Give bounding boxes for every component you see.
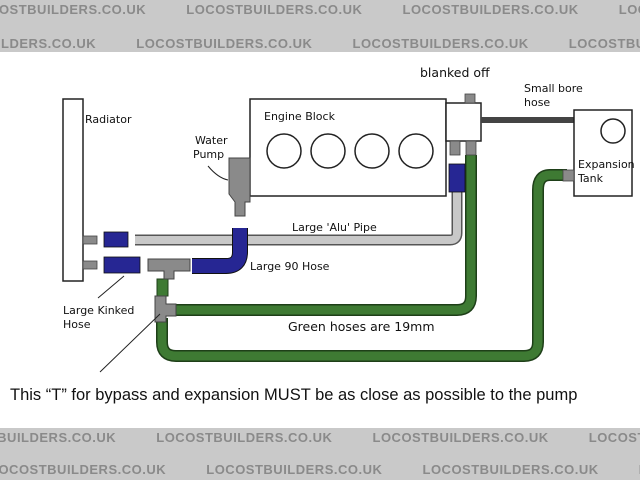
watermark-text: LOCOSTBUILDERS.CO.UK: [568, 36, 640, 51]
watermark-text: LOCOSTBUILDERS.CO.UK: [0, 430, 117, 445]
large-alu-pipe-label: Large 'Alu' Pipe: [292, 221, 377, 234]
watermark-text: LOCOSTBUILDERS.CO.UK: [186, 2, 363, 17]
green-hose-stub: [156, 278, 169, 297]
green-hose-expansion-fill: [157, 170, 567, 361]
small-bore-hose-label: hose: [524, 96, 550, 109]
engine-block-label: Engine Block: [264, 110, 336, 123]
radiator-upper-outlet: [82, 235, 98, 245]
large-kinked-hose-label: Large Kinked: [63, 304, 134, 317]
small-bore-hose: [481, 117, 576, 123]
t-piece-pointer: [99, 313, 161, 373]
radiator-label: Radiator: [85, 113, 132, 126]
green-hose-bypass-fill: [170, 155, 476, 315]
expansion-tank-outlet: [562, 169, 575, 182]
watermark-text: LOCOSTBUILDERS.CO.UK: [588, 430, 640, 445]
radiator: [62, 98, 84, 282]
blue-hose-engine-outlet: [448, 163, 466, 193]
radiator-lower-outlet: [82, 260, 98, 270]
cylinder-1: [266, 133, 302, 169]
watermark-text: LOCOSTBUILDERS.CO.UK: [352, 36, 529, 51]
large-90-hose-label: Large 90 Hose: [250, 260, 330, 273]
expansion-t-fitting: [154, 295, 177, 323]
expansion-tank-cap: [600, 118, 626, 144]
watermark-text: LOCOSTBUILDERS.CO.UK: [0, 2, 147, 17]
large-90-hose: [192, 228, 247, 273]
watermark-text: LOCOSTBUILDERS.CO.UK: [136, 36, 313, 51]
cylinder-4: [398, 133, 434, 169]
kinked-hose-pointer: [97, 275, 125, 299]
blanked-off-label: blanked off: [420, 65, 490, 80]
water-pump-label: Water: [195, 134, 228, 147]
caption: This “T” for bypass and expansion MUST b…: [10, 386, 578, 404]
cylinder-3: [354, 133, 390, 169]
blanked-off-fitting: [464, 93, 476, 104]
watermark-text: LOCOSTBUILDERS.CO.UK: [206, 462, 383, 477]
cylinder-2: [310, 133, 346, 169]
green-hoses-note: Green hoses are 19mm: [288, 319, 435, 334]
small-bore-hose-label: Small bore: [524, 82, 583, 95]
water-pump-label: Pump: [193, 148, 224, 161]
water-pump-pointer: [207, 165, 229, 181]
blue-hose-upper: [103, 231, 129, 248]
watermark-text: LOCOSTBUILDERS.CO.UK: [156, 430, 333, 445]
watermark-text: LOCOSTBUILDERS.CO.UK: [372, 430, 549, 445]
watermark-text: LOCOSTBUILDERS.CO.UK: [639, 462, 640, 477]
bypass-t-fitting: [147, 258, 191, 280]
watermark-band-bottom: LOCOSTBUILDERS.CO.UK LOCOSTBUILDERS.CO.U…: [0, 428, 640, 480]
thermostat-housing: [445, 102, 482, 142]
watermark-text: LOCOSTBUILDERS.CO.UK: [0, 462, 167, 477]
water-pump: [228, 157, 251, 217]
watermark-text: LOCOSTBUILDERS.CO.UK: [402, 2, 579, 17]
watermark-band-top: LOCOSTBUILDERS.CO.UK LOCOSTBUILDERS.CO.U…: [0, 0, 640, 52]
housing-outlet-left: [449, 140, 461, 156]
watermark-text: LOCOSTBUILDERS.CO.UK: [0, 36, 97, 51]
watermark-text: LOCOSTBUILDERS.CO.UK: [422, 462, 599, 477]
large-kinked-hose-label: Hose: [63, 318, 91, 331]
large-alu-pipe: [135, 190, 461, 244]
expansion-tank-label: Tank: [577, 172, 604, 185]
watermark-text: LOCOSTBUILDERS.CO.UK: [618, 2, 640, 17]
large-kinked-hose: [103, 256, 141, 274]
housing-outlet-right: [465, 140, 477, 156]
expansion-tank-label: Expansion: [578, 158, 635, 171]
